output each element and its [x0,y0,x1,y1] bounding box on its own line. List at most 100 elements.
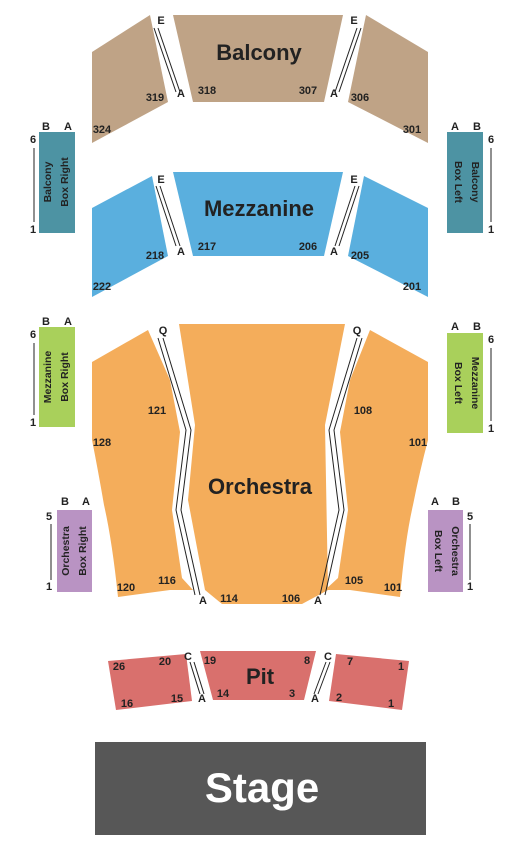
box-row-label: 1 [46,581,52,593]
row-label: E [350,174,357,186]
box-title: Box Right [59,157,71,207]
box-mezzanine-right[interactable] [39,327,75,427]
aisle-line [193,661,205,695]
box-column-label: B [452,496,460,508]
box-row-label: 1 [488,423,494,435]
section-balcony-center[interactable] [173,15,343,102]
row-label: Q [353,325,362,337]
aisle-line [317,661,331,695]
aisle-line [338,27,362,93]
aisle-line [319,337,358,596]
section-number: 108 [354,405,372,417]
aisle-line [334,185,356,247]
box-balcony-left[interactable] [447,132,483,233]
aisle-line [157,337,196,596]
section-mezzanine-center[interactable] [173,172,343,256]
box-column-label: B [473,321,481,333]
box-row-label: 5 [46,511,52,523]
box-title: Orchestra [60,526,72,576]
seat-number: 2 [336,692,342,704]
box-title: Box Left [452,161,464,204]
seat-number: 14 [217,688,230,700]
section-orchestra-left[interactable] [92,330,193,597]
aisle-line [153,27,177,93]
box-row-label: 1 [488,224,494,236]
section-number: 101 [409,437,427,449]
box-column-label: A [64,316,72,328]
stage [95,742,426,835]
mezzanine-title: Mezzanine [204,196,314,221]
aisle-line [189,661,201,695]
section-number: 218 [146,250,164,262]
box-row-label: 1 [30,224,36,236]
section-number: 324 [93,124,112,136]
seat-number: 15 [171,693,183,705]
section-number: 306 [351,92,369,104]
seat-number: 16 [121,698,133,710]
box-column-label: B [61,496,69,508]
box-title: Box Left [432,530,444,573]
box-orchestra-left[interactable] [428,510,463,592]
seat-number: 26 [113,661,125,673]
stage-label: Stage [205,764,319,811]
aisle-line [334,27,358,93]
seat-number: 8 [304,655,310,667]
section-number: 301 [403,124,421,136]
box-title: Balcony [42,161,54,202]
box-title: Box Right [77,526,89,576]
row-label: A [199,595,207,607]
orchestra-title: Orchestra [208,474,313,499]
section-number: 120 [117,582,135,594]
row-label: A [177,88,185,100]
box-title: Box Right [59,352,71,402]
section-orchestra-center[interactable] [179,324,345,604]
seat-number: 7 [347,656,353,668]
aisle-line [338,185,360,247]
box-row-label: 6 [30,134,36,146]
aisle-line [324,337,363,596]
section-number: 121 [148,405,166,417]
box-column-label: B [42,316,50,328]
row-label: A [330,246,338,258]
box-row-label: 6 [30,329,36,341]
box-title: Mezzanine [42,351,54,404]
section-pit-center[interactable] [200,651,316,700]
section-number: 217 [198,241,216,253]
box-column-label: A [431,496,439,508]
section-balcony-left[interactable] [92,15,168,143]
row-label: E [350,15,357,27]
aisle-line [159,185,181,247]
section-number: 307 [299,85,317,97]
row-label: A [198,693,206,705]
seat-number: 20 [159,656,171,668]
row-label: C [324,651,332,663]
section-number: 201 [403,281,421,293]
section-number: 114 [220,593,239,605]
box-balcony-right[interactable] [39,132,75,233]
section-number: 116 [158,575,176,587]
box-row-label: 5 [467,511,473,523]
section-orchestra-right[interactable] [325,330,428,597]
section-number: 222 [93,281,111,293]
section-pit-left[interactable] [108,654,192,710]
seat-number: 1 [388,698,394,710]
section-pit-right[interactable] [329,654,409,710]
row-label: E [157,174,164,186]
section-mezzanine-left[interactable] [92,176,168,297]
box-title: Box Left [452,362,464,405]
row-label: A [314,595,322,607]
section-number: 206 [299,241,317,253]
box-mezzanine-left[interactable] [447,333,483,433]
section-number: 128 [93,437,111,449]
seat-number: 3 [289,688,295,700]
aisle-line [162,337,201,596]
section-mezzanine-right[interactable] [348,176,428,297]
section-balcony-right[interactable] [348,15,428,143]
box-row-label: 1 [467,581,473,593]
box-title: Mezzanine [469,357,481,410]
box-column-label: B [42,121,50,133]
aisle-line [313,661,327,695]
balcony-title: Balcony [216,40,302,65]
row-label: A [177,246,185,258]
box-orchestra-right[interactable] [57,510,92,592]
